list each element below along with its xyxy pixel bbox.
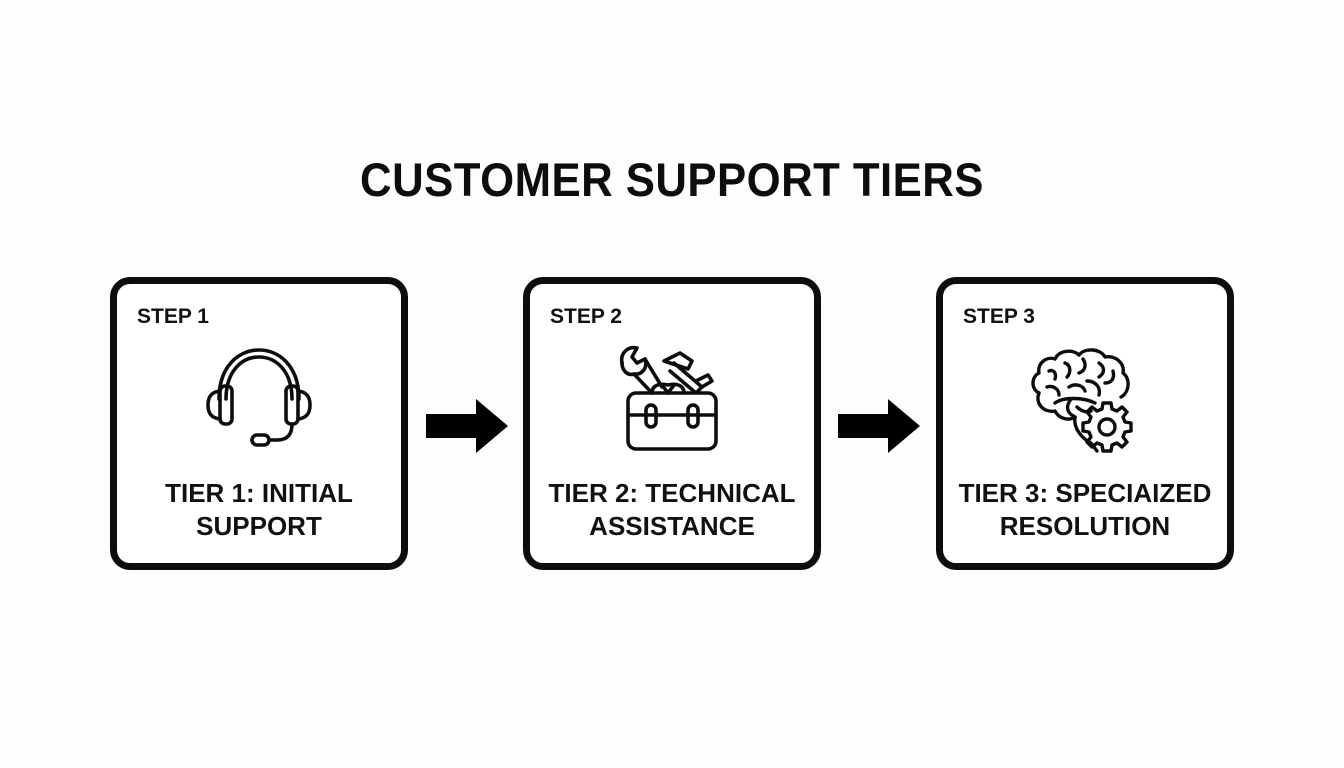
toolbox-icon [612,341,732,461]
headset-icon [199,341,319,461]
brain-gear-icon [1025,341,1145,461]
tier-title-line-1: TIER 1: INITIAL [165,478,353,508]
step-card-tier-3: STEP 3 TIER 3: SPECIAIZED [936,277,1234,570]
step-card-tier-2: STEP 2 TIER 2: TECHNICAL ASSISTANCE [523,277,821,570]
tier-title: TIER 1: INITIAL SUPPORT [117,477,401,543]
arrow-right-icon [836,397,922,455]
tier-title-line-2: SUPPORT [196,511,322,541]
arrow-right-icon [424,397,510,455]
step-label: STEP 2 [550,305,622,328]
tier-title-line-2: RESOLUTION [999,511,1171,541]
step-label: STEP 3 [963,305,1035,328]
tier-title-line-1: TIER 2: TECHNICAL [548,478,796,508]
tier-title: TIER 2: TECHNICAL ASSISTANCE [530,477,814,543]
step-label: STEP 1 [137,305,209,328]
diagram-title: CUSTOMER SUPPORT TIERS [360,153,984,206]
step-card-tier-1: STEP 1 TIER 1: INITIAL SUPPORT [110,277,408,570]
tier-title-line-2: ASSISTANCE [589,511,755,541]
tier-title-line-1: TIER 3: SPECIAIZED [958,478,1212,508]
tier-title: TIER 3: SPECIAIZED RESOLUTION [943,477,1227,543]
